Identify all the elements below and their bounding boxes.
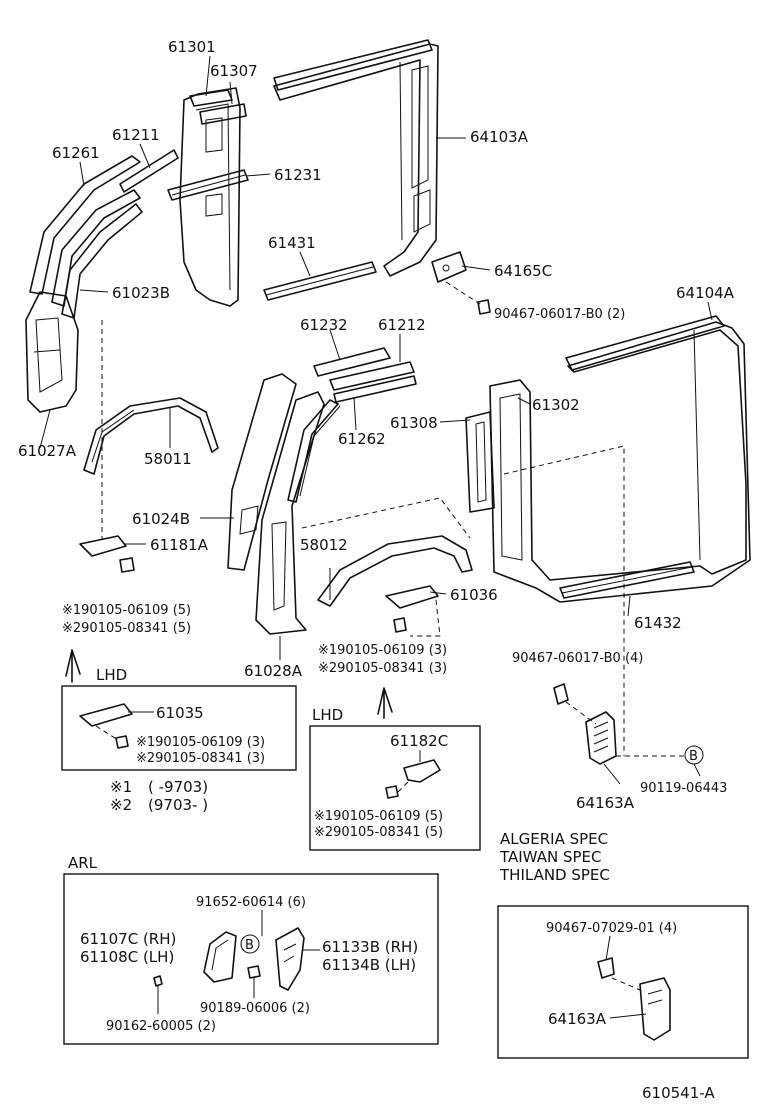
bracket-61181A [79,320,135,573]
label-s1-left: ※190105-06109 (5) [62,603,191,618]
label-circle-b: B [689,749,698,764]
label-61308: 61308 [390,414,438,432]
belt-molding-61231 [167,169,249,201]
legend-r2-mark: ※2 [110,796,132,814]
quarter-panel-64103A [273,39,439,277]
lhd-box-left-part: 61035 [156,704,204,722]
center-pillar-61028A [255,391,325,635]
label-64104A: 64104A [676,284,735,302]
label-61023B: 61023B [112,284,170,302]
label-61181A: 61181A [150,536,209,554]
label-90119-06443: 90119-06443 [640,781,727,796]
lhd-box-mid: LHD 61182C ※190105-06109 (5) ※290105-083… [309,706,481,851]
label-58011: 58011 [144,450,192,468]
lhd-box-left-s2: ※290105-08341 (3) [136,751,265,766]
spec-box: ALGERIA SPEC TAIWAN SPEC THILAND SPEC 90… [497,830,749,1059]
label-s2-left: ※290105-08341 (5) [62,621,191,636]
legend-r1-mark: ※1 [110,778,132,796]
rocker-61432 [559,561,695,599]
arl-61107C: 61107C (RH) [80,930,176,948]
label-64163A: 64163A [576,794,635,812]
arl-90189: 90189-06006 (2) [200,1001,310,1016]
label-61261: 61261 [52,144,100,162]
label-61027A: 61027A [18,442,77,460]
label-61302: 61302 [532,396,580,414]
label-61212: 61212 [378,316,426,334]
label-61262: 61262 [338,430,386,448]
leader-lines [39,55,713,785]
arl-circle-b: B [245,938,254,953]
bracket-64165C [431,251,491,315]
arl-box: ARL 91652-60614 (6) B 61107C (RH) 61108C… [63,854,439,1045]
arl-circle-b-marker [240,934,260,954]
label-61431: 61431 [268,234,316,252]
spec-line-2: TAIWAN SPEC [499,848,601,866]
label-61432: 61432 [634,614,682,632]
lhd-box-mid-s1: ※190105-06109 (5) [314,809,443,824]
bracket-61036 [385,585,441,637]
label-58012: 58012 [300,536,348,554]
lhd-box-left-title: LHD [96,666,127,684]
arl-61133B: 61133B (RH) [322,938,418,956]
garnish-61308 [465,411,495,513]
label-90467-06017-B0-2: 90467-06017-B0 (2) [494,307,625,322]
label-64103A: 64103A [470,128,529,146]
label-61036: 61036 [450,586,498,604]
diagram-id: 610541-A [642,1084,715,1102]
legend-r1-text: ( -9703) [148,778,208,796]
garnish-61232-61212-61262 [287,347,417,503]
front-pillar-group [25,149,179,413]
label-90467-06017-B0-4: 90467-06017-B0 (4) [512,651,643,666]
spec-part: 64163A [548,1010,607,1028]
label-61028A: 61028A [244,662,303,680]
lhd-box-mid-s2: ※290105-08341 (5) [314,825,443,840]
center-pillar-61024B [227,373,297,571]
spec-bolt: 90467-07029-01 (4) [546,921,677,936]
spec-line-3: THILAND SPEC [499,866,610,884]
label-64165C: 64165C [494,262,552,280]
legend-r2-text: (9703- ) [148,796,208,814]
label-61301: 61301 [168,38,216,56]
arl-61134B: 61134B (LH) [322,956,416,974]
label-61211: 61211 [112,126,160,144]
label-61231: 61231 [274,166,322,184]
vent-64163A [553,683,684,765]
arl-91652: 91652-60614 (6) [196,895,306,910]
lhd-box-left: LHD 61035 ※190105-06109 (3) ※290105-0834… [61,666,297,771]
arrow-up-left [65,649,81,683]
label-s1-mid: ※190105-06109 (3) [318,643,447,658]
legend: ※1 ( -9703) ※2 (9703- ) [110,778,208,814]
lhd-box-left-s1: ※190105-06109 (3) [136,735,265,750]
circle-b-marker [684,745,704,765]
label-s2-mid: ※290105-08341 (3) [318,661,447,676]
wheelhouse-58012 [301,497,473,607]
spec-line-1: ALGERIA SPEC [500,830,608,848]
center-pillar-61301 [179,87,247,307]
label-61024B: 61024B [132,510,190,528]
arrow-up-mid [377,687,393,719]
arl-90162: 90162-60005 (2) [106,1019,216,1034]
lhd-box-mid-part: 61182C [390,732,448,750]
arl-title: ARL [68,854,98,872]
label-61232: 61232 [300,316,348,334]
label-61307: 61307 [210,62,258,80]
quarter-panel-64104A [489,315,751,756]
rocker-61431 [263,261,377,301]
lhd-box-mid-title: LHD [312,706,343,724]
arl-61108C: 61108C (LH) [80,948,174,966]
